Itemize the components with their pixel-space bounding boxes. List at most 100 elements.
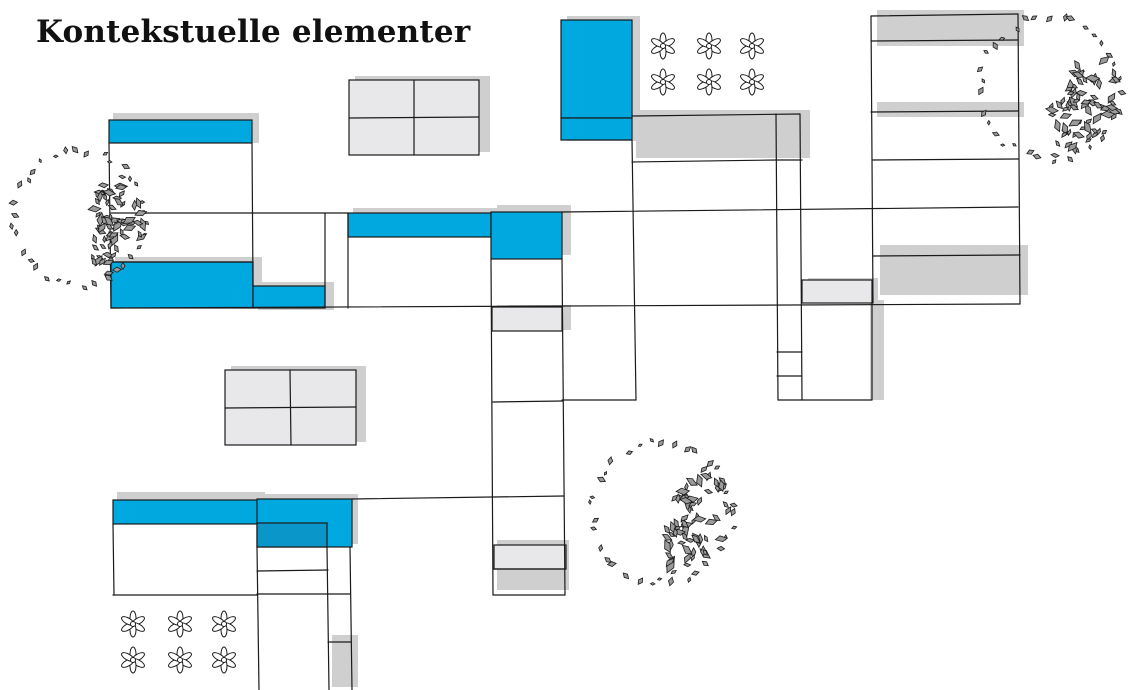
leaf-fragment <box>1060 96 1066 106</box>
leaf-fragment <box>102 235 107 244</box>
leaf-fragment <box>9 222 14 231</box>
leaf-fragment <box>668 576 674 587</box>
leaf-fragment <box>1117 89 1127 96</box>
leaf-fragment <box>1076 92 1081 102</box>
leaf-fragment <box>663 524 671 534</box>
leaf-fragment <box>55 278 62 282</box>
leaf-fragment <box>27 177 32 184</box>
leaf-fragment <box>134 210 148 217</box>
leaf-fragment <box>730 507 736 517</box>
leaf-fragment <box>657 439 664 448</box>
flower-group-top <box>649 32 766 96</box>
leaf-fragment <box>999 143 1006 147</box>
leaf-fragment <box>91 257 98 267</box>
leaf-fragment <box>137 230 143 238</box>
leaf-fragment <box>670 570 677 575</box>
flower-icon <box>738 68 766 96</box>
leaf-fragment <box>665 557 675 568</box>
leaf-fragment <box>63 146 69 155</box>
leaf-fragment <box>113 198 124 206</box>
leaf-fragment <box>691 534 701 543</box>
leaf-fragment <box>111 266 123 273</box>
leaf-fragment <box>1054 118 1061 133</box>
leaf-fragment <box>725 506 732 516</box>
leaf-fragment <box>589 495 596 500</box>
leaf-fragment <box>1089 94 1099 100</box>
leaf-fragment <box>622 572 630 580</box>
leaf-fragment <box>134 181 139 187</box>
leaf-fragment <box>132 219 144 226</box>
leaf-fragment <box>679 497 694 505</box>
leaf-fragment <box>115 184 128 191</box>
leaf-fragment <box>677 540 687 545</box>
leaf-fragment <box>1067 156 1074 163</box>
leaf-fragment <box>690 570 700 576</box>
leaf-fragment <box>1067 141 1078 153</box>
leaf-fragment <box>1108 100 1117 106</box>
leaf-fragment <box>17 180 23 189</box>
leaf-fragment <box>683 552 691 564</box>
leaf-fragment <box>661 534 673 541</box>
leaf-fragment <box>681 544 693 555</box>
leaf-fragment <box>99 244 107 249</box>
leaf-fragment <box>118 174 127 180</box>
flower-icon <box>695 32 723 60</box>
leaf-fragment <box>691 446 698 454</box>
leaf-fragment <box>1112 61 1116 67</box>
leaf-fragment <box>1082 75 1088 84</box>
leaf-fragment <box>1084 74 1101 83</box>
leaf-fragment <box>52 154 59 159</box>
leaf-fragment <box>714 535 729 543</box>
leaf-fragment <box>1080 99 1092 105</box>
leaf-fragment <box>139 200 146 205</box>
flower-group-bottom <box>119 610 238 674</box>
flower-icon <box>166 610 194 638</box>
leaf-fragment <box>730 525 738 530</box>
leaf-fragment <box>1062 106 1070 112</box>
leaf-fragment <box>637 443 643 447</box>
leaf-fragment <box>716 545 726 552</box>
leaf-fragment <box>687 505 692 514</box>
leaf-fragment <box>1055 140 1061 147</box>
leaf-fragment <box>102 151 109 156</box>
flower-icon <box>649 32 677 60</box>
leaf-fragment <box>604 471 607 476</box>
leaf-fragment <box>92 233 97 244</box>
leaf-fragment <box>712 514 721 521</box>
leaf-fragment <box>1032 153 1042 160</box>
leaf-fragment <box>1084 103 1092 116</box>
leaf-fragment <box>1074 90 1088 97</box>
leaf-fragment <box>672 527 678 538</box>
leaf-fragment <box>1071 71 1085 79</box>
flower-icon <box>210 610 238 638</box>
leaf-fragment <box>127 254 134 260</box>
leaf-fragment <box>1085 138 1092 143</box>
leaf-fragment <box>992 41 998 51</box>
leaf-fragment <box>606 560 617 568</box>
leaf-fragment <box>596 476 607 483</box>
flower-icon <box>210 646 238 674</box>
leaf-fragment <box>1096 127 1101 136</box>
leaf-fragment <box>99 257 106 266</box>
leaf-fragment <box>703 534 709 543</box>
flower-icon <box>119 610 147 638</box>
leaf-fragment <box>120 218 127 224</box>
leaf-fragment <box>94 197 101 206</box>
leaf-fragment <box>29 168 36 176</box>
leaf-fragment <box>119 233 131 240</box>
leaf-fragment <box>687 576 692 584</box>
leaf-fragment <box>136 245 142 250</box>
leaf-fragment <box>981 109 987 118</box>
leaf-fragment <box>120 261 126 271</box>
leaf-fragment <box>96 190 103 203</box>
highlighted-rooms <box>108 19 633 548</box>
leaf-fragment <box>1064 86 1074 92</box>
leaf-fragment <box>1111 76 1121 83</box>
leaf-fragment <box>1100 110 1116 119</box>
leaf-fragment <box>1083 120 1092 134</box>
leaf-fragment <box>108 213 113 221</box>
leaf-fragment <box>43 276 50 282</box>
leaf-fragment <box>1100 134 1105 143</box>
leaf-fragment <box>675 487 691 496</box>
leaf-fragment <box>81 285 88 291</box>
